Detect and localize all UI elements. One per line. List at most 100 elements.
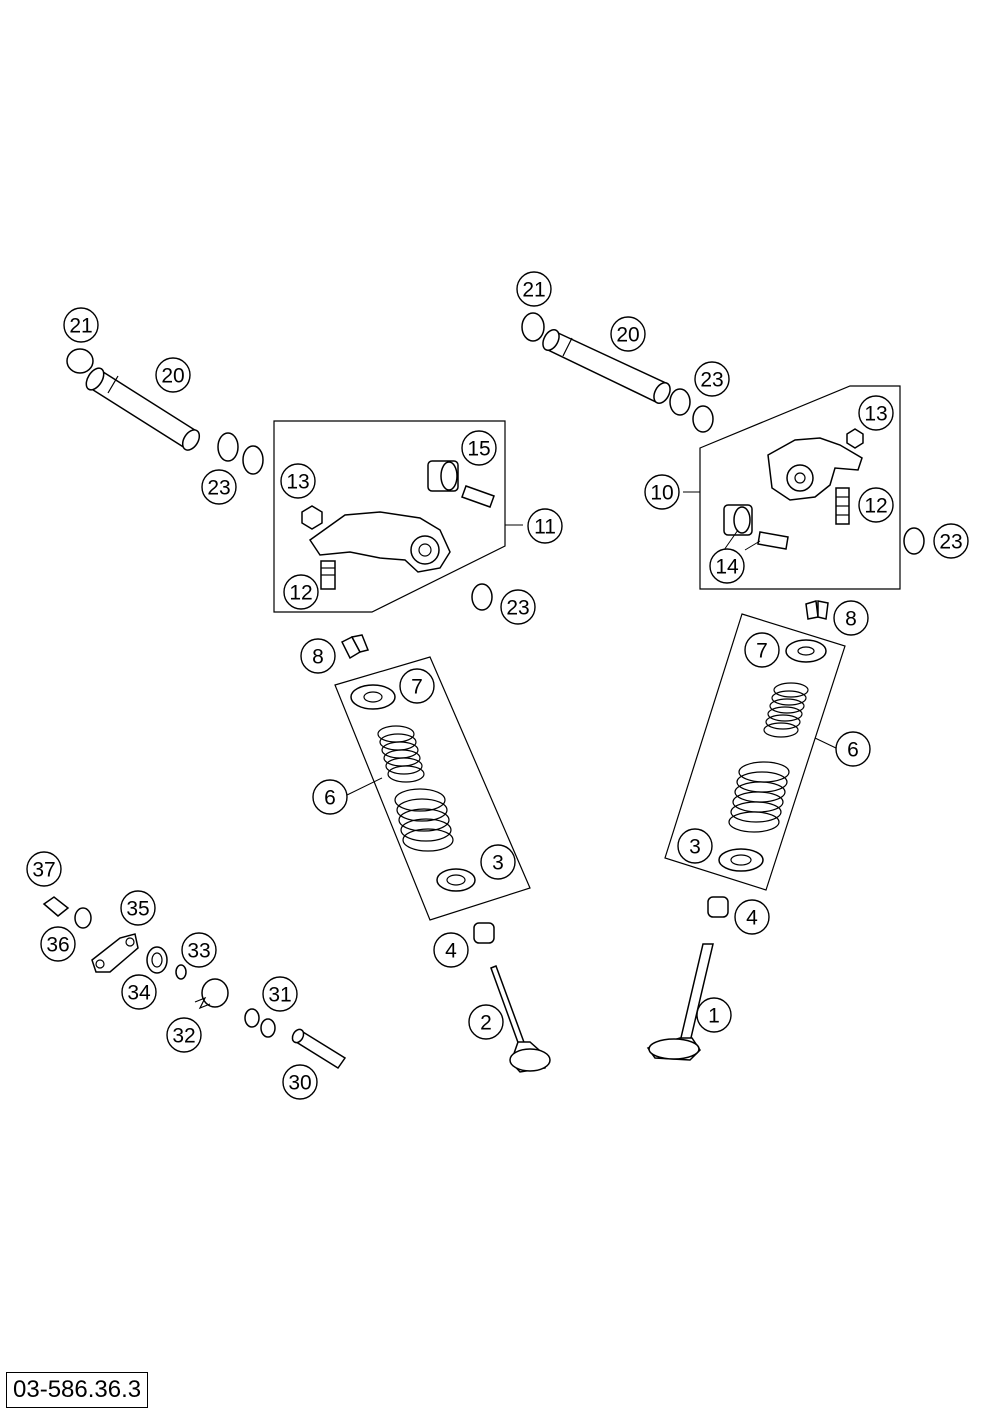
callout-number: 21 [522, 279, 545, 302]
callout-number: 1 [708, 1005, 720, 1028]
callout-c10: 10 [644, 474, 680, 510]
callout-circle [26, 851, 62, 887]
callout-c37: 37 [26, 851, 62, 887]
callout-circle [734, 899, 770, 935]
nut-13-left [301, 505, 323, 530]
callout-number: 31 [268, 984, 291, 1007]
washer-23-right-a [669, 388, 691, 416]
spring-group-left-box [334, 656, 531, 921]
shaft-20-right-body [544, 331, 670, 403]
callout-c21R: 21 [516, 271, 552, 307]
callout-c35: 35 [120, 890, 156, 926]
rocker-arm-group-left [273, 420, 523, 613]
callout-c7L: 7 [399, 668, 435, 704]
callout-number: 8 [312, 646, 324, 669]
callout-c1: 1 [696, 997, 732, 1033]
nut-13-right [846, 428, 864, 449]
callout-number: 4 [746, 907, 758, 930]
callout-number: 21 [69, 315, 92, 338]
callout-number: 32 [172, 1025, 195, 1048]
callout-number: 30 [288, 1072, 311, 1095]
callout-number: 12 [864, 495, 887, 518]
washer-23-right-b [692, 405, 714, 433]
lever-35 [91, 933, 139, 973]
callout-c11: 11 [527, 508, 563, 544]
valve-assembly-left [334, 634, 551, 1073]
callout-number: 3 [689, 836, 701, 859]
callout-circle [516, 271, 552, 307]
rocker-shaft-right [521, 312, 714, 433]
key-8-left-b [350, 634, 370, 653]
callout-c6R: 6 [835, 731, 871, 767]
callout-circle [40, 926, 76, 962]
callout-number: 6 [847, 739, 859, 762]
callout-circle [155, 357, 191, 393]
callout-c8R: 8 [833, 600, 869, 636]
callout-circle [835, 731, 871, 767]
callout-circle [181, 932, 217, 968]
callout-c23R2: 23 [933, 523, 969, 559]
callout-circle [694, 361, 730, 397]
callout-c20R: 20 [610, 316, 646, 352]
valve-seal-4-left [473, 922, 495, 944]
callout-number: 23 [506, 597, 529, 620]
callout-c23L: 23 [201, 469, 237, 505]
callout-circle [201, 469, 237, 505]
spring-seat-3-right [718, 848, 764, 872]
callout-number: 20 [616, 324, 639, 347]
callout-c21L: 21 [63, 307, 99, 343]
callout-c15: 15 [461, 430, 497, 466]
callout-circle [709, 548, 745, 584]
key-8-right-a [805, 600, 819, 620]
callout-number: 23 [207, 477, 230, 500]
callout-circle [677, 828, 713, 864]
callout-circle [500, 589, 536, 625]
callout-circle [280, 463, 316, 499]
washer-23-right-c [903, 527, 925, 555]
spring-32 [201, 978, 229, 1008]
spring-6-left-inner [377, 725, 425, 783]
callout-circle [644, 474, 680, 510]
callout-number: 6 [324, 787, 336, 810]
o-ring-31-b [260, 1018, 276, 1038]
callout-circle [300, 638, 336, 674]
callout-c3L: 3 [480, 844, 516, 880]
callout-c3R: 3 [677, 828, 713, 864]
callout-circle [933, 523, 969, 559]
decompressor-parts [42, 896, 347, 1070]
callout-circle [696, 997, 732, 1033]
callout-circle [433, 932, 469, 968]
o-ring-21-left [66, 348, 94, 374]
callout-c30: 30 [282, 1064, 318, 1100]
callout-c2: 2 [468, 1004, 504, 1040]
callout-number: 12 [289, 582, 312, 605]
pin-14-right [757, 531, 789, 550]
callout-c33: 33 [181, 932, 217, 968]
callout-circle [480, 844, 516, 880]
callout-c8L: 8 [300, 638, 336, 674]
callout-circle [120, 890, 156, 926]
callout-c4L: 4 [433, 932, 469, 968]
callout-c13L: 13 [280, 463, 316, 499]
washer-36 [74, 907, 92, 929]
callout-circle [282, 1064, 318, 1100]
callout-circle [468, 1004, 504, 1040]
callout-number: 11 [534, 516, 556, 539]
spring-6-left-outer [394, 788, 454, 852]
callout-number: 7 [411, 676, 423, 699]
washer-23-left-b [242, 445, 264, 475]
callout-circle [833, 600, 869, 636]
callout-circle [283, 574, 319, 610]
callout-number: 14 [715, 556, 739, 579]
callout-number: 13 [286, 471, 309, 494]
callout-number: 15 [467, 438, 490, 461]
callout-c23L2: 23 [500, 589, 536, 625]
callout-number: 3 [492, 852, 504, 875]
washer-23-left-a [217, 432, 239, 462]
callout-circle [399, 668, 435, 704]
callout-number: 10 [650, 482, 673, 505]
retainer-7-left [350, 684, 396, 710]
washer-23-left-c [471, 583, 493, 611]
callout-circle [527, 508, 563, 544]
callout-c12L: 12 [283, 574, 319, 610]
